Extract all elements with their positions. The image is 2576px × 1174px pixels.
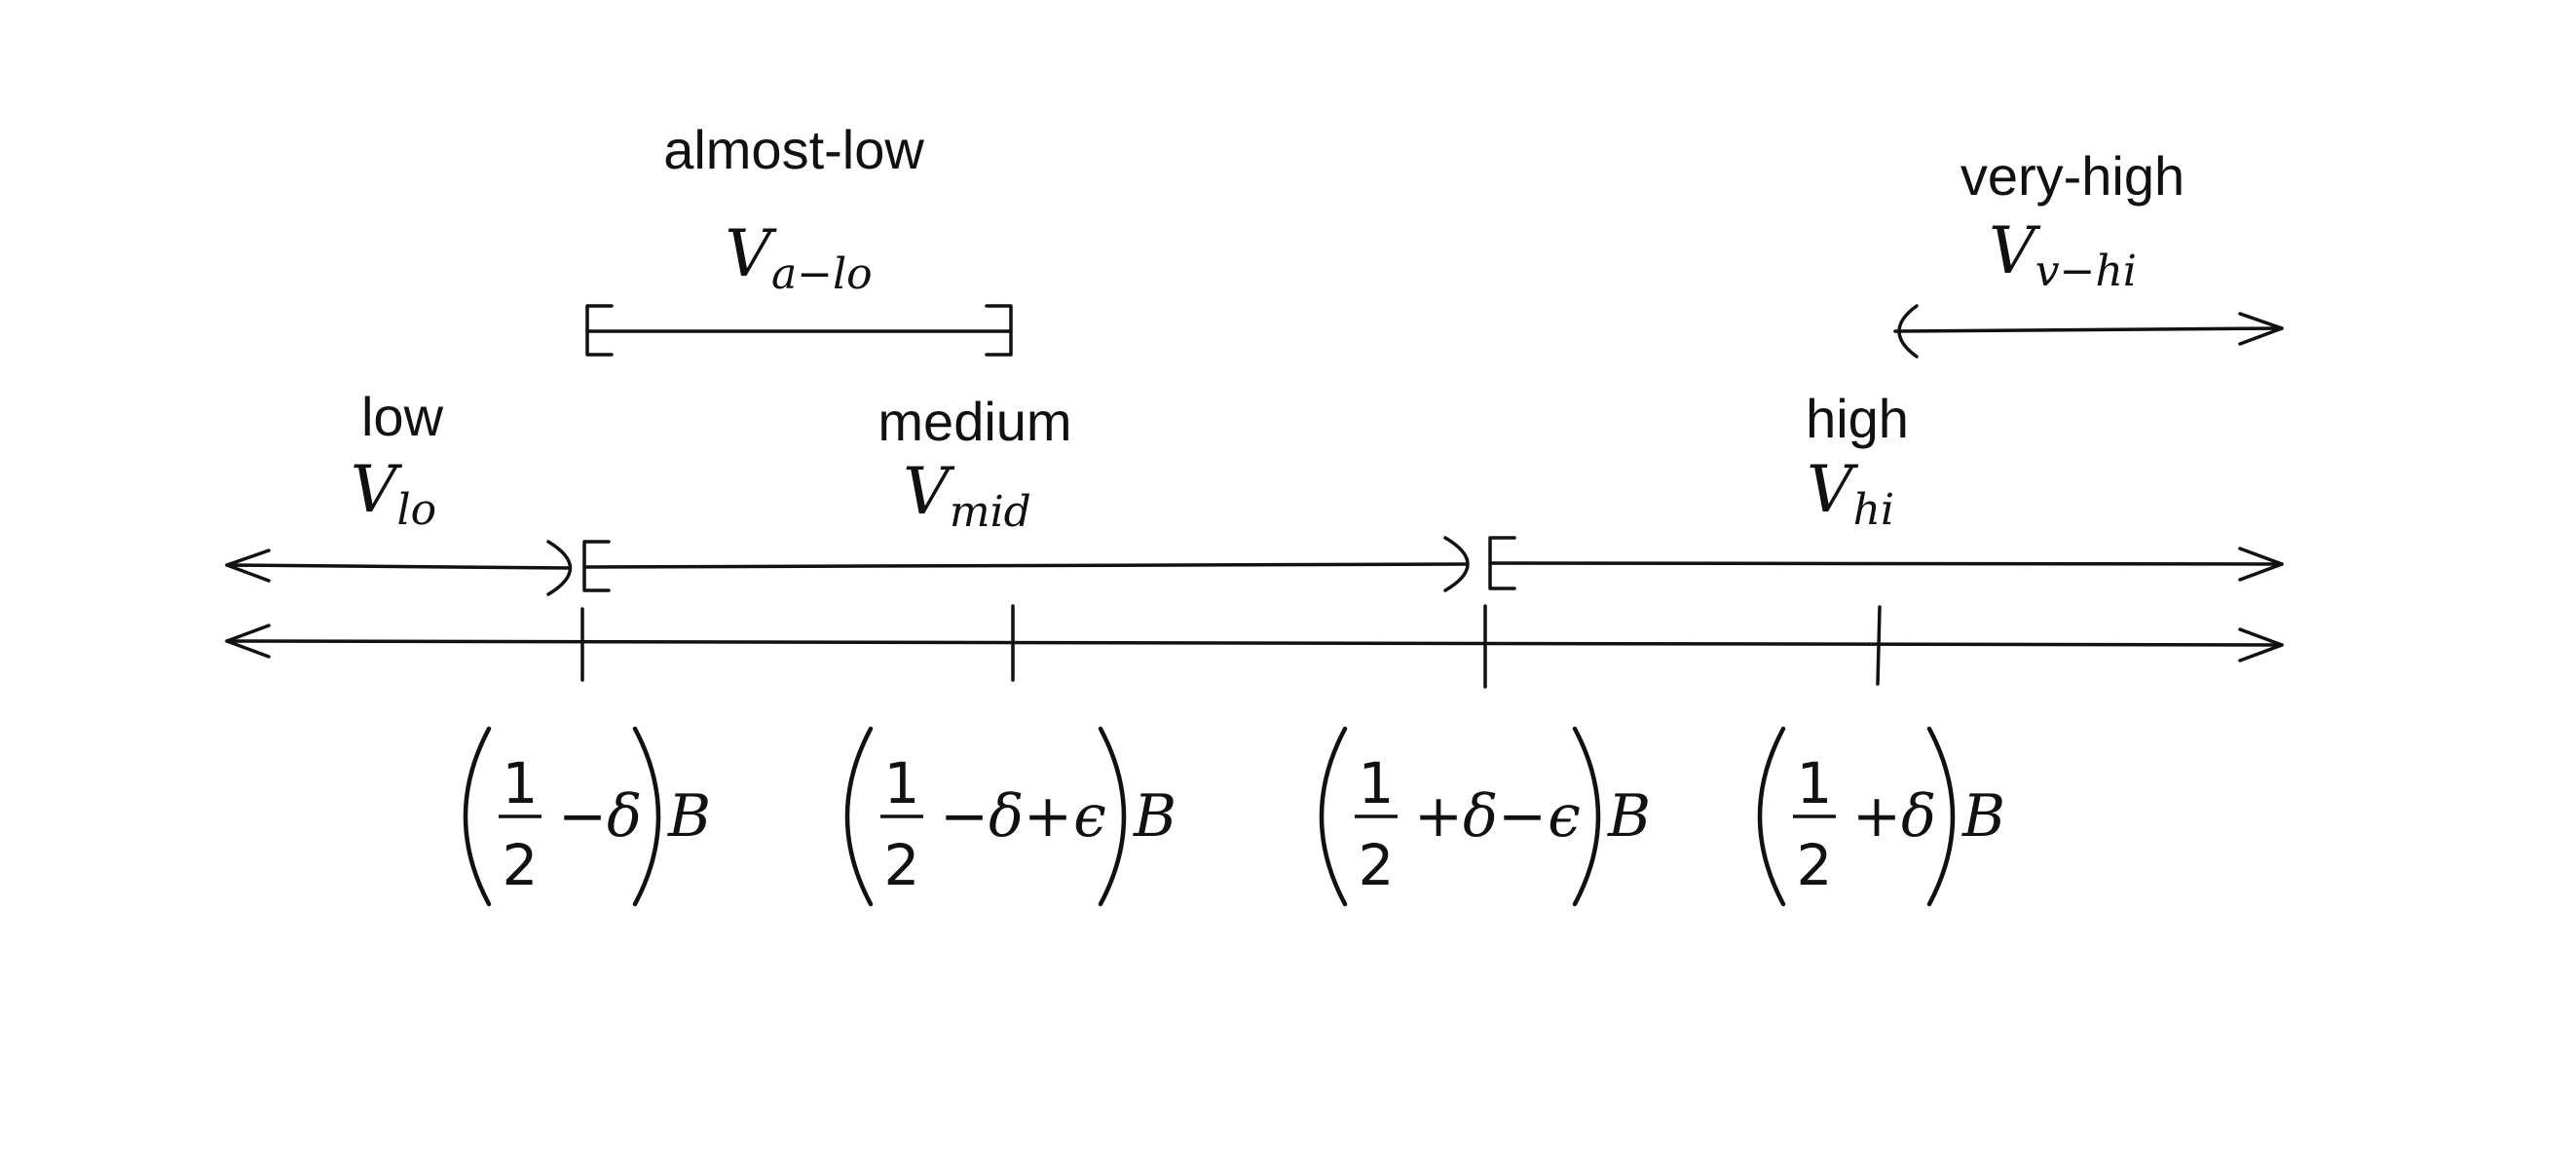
- high-interval: high Vhi: [1488, 388, 2284, 590]
- very-high-symbol: Vv−hi: [1989, 213, 2137, 296]
- medium-closed-left: [582, 540, 611, 592]
- fraction-denominator: 2: [1797, 832, 1833, 898]
- math-operator: +: [1414, 782, 1463, 851]
- fraction-denominator: 2: [1359, 832, 1395, 898]
- low-segment: [225, 563, 572, 570]
- math-operator: +: [1852, 782, 1901, 851]
- math-operator: −: [558, 782, 607, 851]
- low-arrowhead: [225, 549, 271, 583]
- medium-symbol: Vmid: [903, 454, 1031, 537]
- almost-low-label: almost-low: [663, 119, 924, 180]
- math-operator: −: [1498, 782, 1547, 851]
- math-factor: B: [1133, 782, 1176, 851]
- almost-low-left-bracket: [585, 304, 614, 357]
- medium-open-right: [1443, 536, 1470, 592]
- very-high-label: very-high: [1960, 145, 2184, 207]
- math-symbol: δ: [989, 782, 1024, 851]
- number-line-right-arrow: [2238, 627, 2284, 663]
- math-operator: −: [940, 782, 989, 851]
- fraction-numerator: 1: [1359, 750, 1395, 816]
- right-paren: [1098, 726, 1127, 907]
- medium-segment: [582, 562, 1468, 569]
- math-factor: B: [1961, 782, 2005, 851]
- fraction-numerator: 1: [884, 750, 920, 816]
- left-paren: [844, 726, 874, 907]
- math-factor: B: [667, 782, 711, 851]
- math-operator: +: [1024, 782, 1072, 851]
- almost-low-symbol: Va−lo: [725, 216, 872, 299]
- medium-interval: medium Vmid: [582, 391, 1470, 592]
- fraction-numerator: 1: [1797, 750, 1833, 816]
- high-symbol: Vhi: [1807, 452, 1894, 535]
- number-line-axis: [225, 639, 2284, 647]
- very-high-interval: very-high Vv−hi: [1893, 145, 2284, 359]
- fraction-numerator: 1: [503, 750, 539, 816]
- left-paren: [463, 726, 492, 907]
- fraction-denominator: 2: [503, 832, 539, 898]
- low-open-right: [546, 540, 573, 596]
- low-interval: low Vlo: [225, 386, 573, 596]
- almost-low-right-bracket: [985, 304, 1013, 357]
- high-label: high: [1806, 388, 1909, 449]
- very-high-open-left: [1897, 304, 1919, 359]
- very-high-segment: [1893, 326, 2284, 333]
- tick-mark: [1876, 605, 1882, 686]
- almost-low-interval: almost-low Va−lo: [585, 119, 1013, 357]
- math-symbol: δ: [1463, 782, 1498, 851]
- number-line-left-arrow: [225, 624, 271, 659]
- left-paren: [1319, 726, 1348, 907]
- math-factor: B: [1607, 782, 1651, 851]
- fraction-denominator: 2: [884, 832, 920, 898]
- math-symbol: ϵ: [1073, 782, 1106, 851]
- low-symbol: Vlo: [351, 452, 436, 535]
- high-arrowhead: [2238, 547, 2284, 582]
- low-label: low: [361, 386, 444, 447]
- medium-label: medium: [877, 391, 1071, 452]
- math-symbol: δ: [1901, 782, 1936, 851]
- right-paren: [1926, 726, 1956, 907]
- number-line: [225, 604, 2284, 689]
- left-paren: [1757, 726, 1786, 907]
- math-symbol: δ: [607, 782, 642, 851]
- high-segment: [1488, 561, 2284, 566]
- high-closed-left: [1488, 536, 1516, 590]
- right-paren: [1572, 726, 1601, 907]
- very-high-arrowhead: [2238, 312, 2284, 346]
- math-symbol: ϵ: [1548, 782, 1581, 851]
- right-paren: [632, 726, 661, 907]
